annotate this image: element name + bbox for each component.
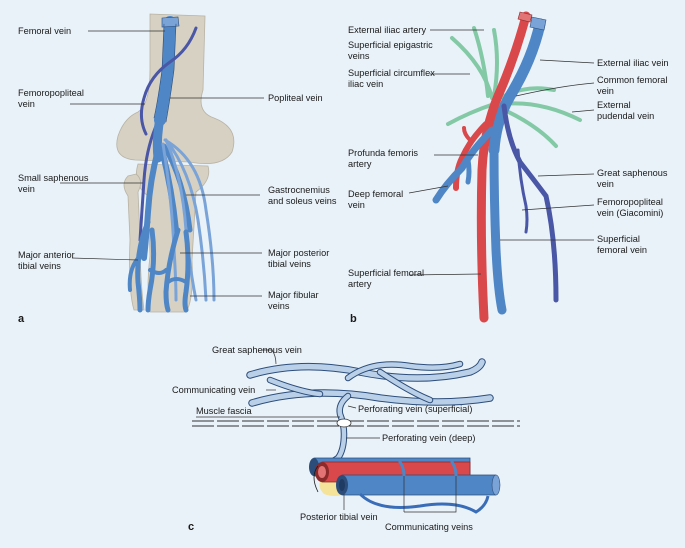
small-saphenous-vein [138, 124, 158, 242]
external-iliac-vein [488, 18, 546, 156]
label-communicating-vein: Communicating vein [172, 385, 255, 395]
label-external-iliac-artery: External iliac artery [348, 25, 427, 35]
label-popliteal-vein: Popliteal vein [268, 93, 323, 103]
femoral-vein-cap [161, 16, 180, 28]
label-muscle-fascia: Muscle fascia [196, 406, 253, 416]
panel-letter-a: a [18, 313, 25, 325]
posterior-tibial-vein [341, 474, 497, 496]
label-posterior-tibial-vein: Posterior tibial vein [300, 512, 378, 522]
label-perforating-vein-superficial: Perforating vein (superficial) [358, 404, 472, 414]
deep-femoral-vein [432, 126, 496, 204]
label-femoral-vein: Femoral vein [18, 26, 71, 36]
great-saphenous-vein [501, 103, 559, 303]
femoropopliteal-vein [139, 26, 198, 136]
label-great-saphenous-vein-c: Great saphenous vein [212, 345, 302, 355]
label-communicating-veins: Communicating veins [385, 522, 473, 532]
label-perforating-vein-deep: Perforating vein (deep) [382, 433, 475, 443]
panel-letter-c: c [188, 521, 194, 533]
external-iliac-artery [476, 11, 531, 323]
superficial-femoral-vein [489, 145, 507, 315]
panel-b-illustration [432, 11, 582, 323]
label-external-iliac-vein: External iliac vein [597, 58, 669, 68]
panel-a-illustration [116, 13, 235, 313]
panel-c-illustration [192, 358, 520, 514]
femoropopliteal-vein-giacomini [516, 148, 529, 234]
muscle-fascia-line [192, 420, 520, 427]
communicating-loop [358, 492, 490, 514]
panel-letter-b: b [350, 313, 357, 325]
fascia-opening [336, 418, 352, 428]
